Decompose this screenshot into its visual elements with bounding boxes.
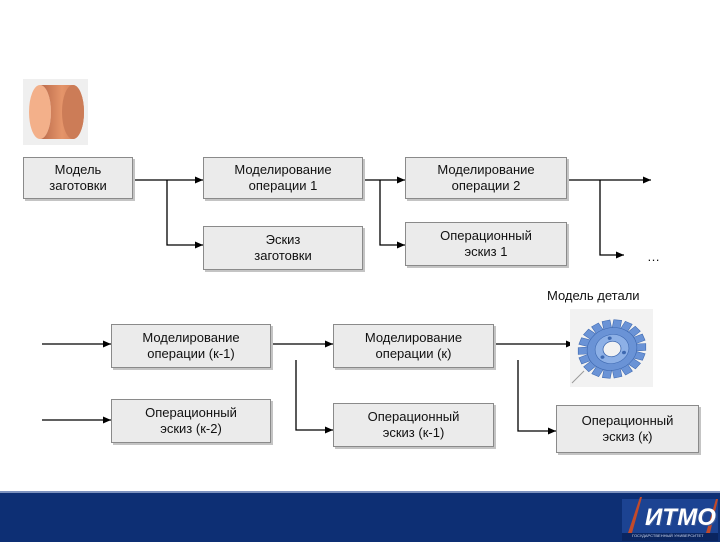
- ellipsis-label: …: [647, 249, 660, 264]
- itmo-logo-subtext: ГОСУДАРСТВЕННЫЙ УНИВЕРСИТЕТ: [632, 533, 704, 538]
- arrow-op1-to-sketch1: [379, 180, 405, 249]
- arrow-blank-to-sketch: [166, 180, 203, 249]
- box-op-k-model: Моделирование операции (к): [333, 324, 494, 368]
- box-op-k-model-text: Моделирование операции (к): [364, 330, 463, 361]
- itmo-logo-text: ИТМО: [645, 504, 716, 531]
- box-blank-sketch-text: Эскиз заготовки: [254, 232, 312, 263]
- box-op-sketch-k2: Операционный эскиз (к-2): [111, 399, 271, 443]
- box-op1-model: Моделирование операции 1: [203, 157, 363, 199]
- box-op-sketch-k-text: Операционный эскиз (к): [581, 413, 674, 444]
- box-blank-model: Модель заготовки: [23, 157, 133, 199]
- part-model-label: Модель детали: [547, 288, 640, 303]
- box-op-sketch-k1: Операционный эскиз (к-1): [333, 403, 494, 447]
- box-op-sketch-1-text: Операционный эскиз 1: [440, 228, 532, 259]
- itmo-logo: ИТМО ГОСУДАРСТВЕННЫЙ УНИВЕРСИТЕТ: [620, 493, 720, 542]
- box-op-sketch-k2-text: Операционный эскиз (к-2): [145, 405, 237, 436]
- box-op-k1-model: Моделирование операции (к-1): [111, 324, 271, 368]
- box-op-sketch-k1-text: Операционный эскиз (к-1): [367, 409, 460, 440]
- box-blank-model-text: Модель заготовки: [49, 162, 107, 193]
- box-op-sketch-k: Операционный эскиз (к): [556, 405, 699, 453]
- box-op1-model-text: Моделирование операции 1: [234, 162, 332, 193]
- box-op2-model: Моделирование операции 2: [405, 157, 567, 199]
- box-op-sketch-1: Операционный эскиз 1: [405, 222, 567, 266]
- gear-part-image: [570, 309, 653, 387]
- arrow-opk1-to-sketchk1: [295, 360, 333, 434]
- cylinder-blank-image: [23, 79, 88, 145]
- arrow-op2-to-ellipsis: [599, 180, 624, 259]
- arrow-opk-to-sketchk: [517, 360, 556, 435]
- footer-bar: ИТМО ГОСУДАРСТВЕННЫЙ УНИВЕРСИТЕТ: [0, 491, 720, 542]
- box-op-k1-model-text: Моделирование операции (к-1): [142, 330, 240, 361]
- box-op2-model-text: Моделирование операции 2: [437, 162, 535, 193]
- box-blank-sketch: Эскиз заготовки: [203, 226, 363, 270]
